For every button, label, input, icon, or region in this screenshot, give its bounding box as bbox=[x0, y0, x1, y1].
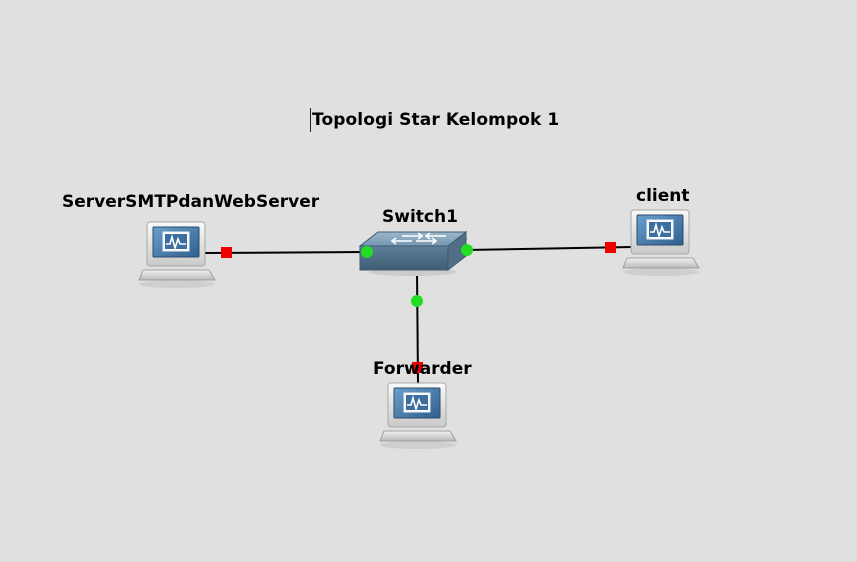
label-forwarder[interactable]: Forwarder bbox=[373, 359, 472, 379]
text-cursor bbox=[310, 108, 311, 132]
host-forwarder-icon[interactable] bbox=[379, 382, 457, 450]
diagram-title-wrap[interactable]: Topologi Star Kelompok 1 bbox=[310, 108, 559, 132]
status-down-server bbox=[221, 247, 232, 258]
label-switch[interactable]: Switch1 bbox=[382, 207, 458, 227]
diagram-title[interactable]: Topologi Star Kelompok 1 bbox=[312, 110, 560, 130]
status-up-switch-server bbox=[361, 246, 373, 258]
switch-icon[interactable] bbox=[358, 230, 468, 276]
status-down-client bbox=[605, 242, 616, 253]
label-client[interactable]: client bbox=[636, 186, 690, 206]
link-switch-client[interactable] bbox=[465, 246, 633, 251]
host-server-icon[interactable] bbox=[138, 221, 216, 289]
host-client-icon[interactable] bbox=[622, 209, 700, 277]
status-down-forwarder bbox=[412, 362, 423, 373]
label-server[interactable]: ServerSMTPdanWebServer bbox=[62, 192, 320, 212]
status-up-switch-forwarder bbox=[411, 295, 423, 307]
status-up-switch-client bbox=[461, 244, 473, 256]
